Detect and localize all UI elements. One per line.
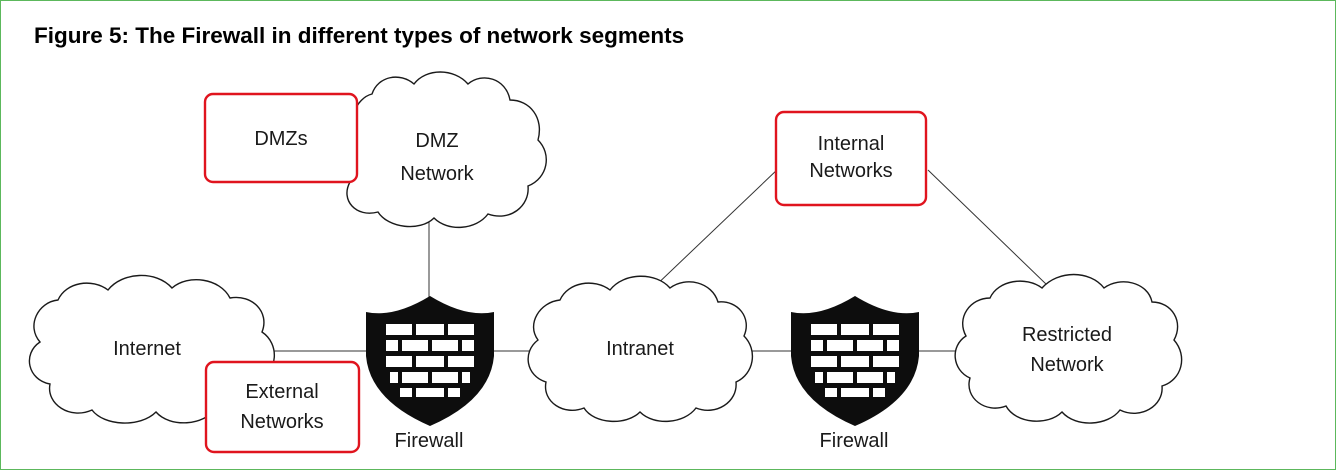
cloud-label-line: Internet (113, 338, 181, 360)
box-label-line: Internal (818, 133, 885, 155)
link-internal-to-intranet (649, 167, 780, 292)
cloud-dmz-network: DMZ Network (339, 71, 547, 229)
box-label-line: External (245, 381, 318, 403)
figure-title: Figure 5: The Firewall in different type… (34, 23, 685, 48)
highlight-box-internal-networks: Internal Networks (774, 110, 928, 207)
cloud-label-line: Intranet (606, 338, 674, 360)
network-diagram: DMZ Network DMZs Internet External Netwo… (28, 71, 1183, 454)
box-label-line: DMZs (254, 128, 307, 150)
box-label-line: Networks (809, 160, 892, 182)
firewall-right: Firewall (791, 296, 919, 452)
firewall-shield-icon (791, 296, 919, 426)
cloud-intranet: Intranet (527, 275, 754, 423)
highlight-box-dmzs: DMZs (203, 92, 359, 184)
firewall-shield-icon (366, 296, 494, 426)
cloud-label-line: Network (1030, 354, 1104, 376)
cloud-label-line: DMZ (415, 130, 458, 152)
highlight-box-external-networks: External Networks (204, 360, 361, 454)
firewall-label: Firewall (820, 430, 889, 452)
firewall-left: Firewall (366, 296, 494, 452)
firewall-label: Firewall (395, 430, 464, 452)
cloud-label-line: Network (400, 163, 474, 185)
cloud-restricted-network: Restricted Network (954, 273, 1183, 424)
cloud-label-line: Restricted (1022, 324, 1112, 346)
box-label-line: Networks (240, 411, 323, 433)
link-internal-to-restricted (927, 169, 1048, 286)
